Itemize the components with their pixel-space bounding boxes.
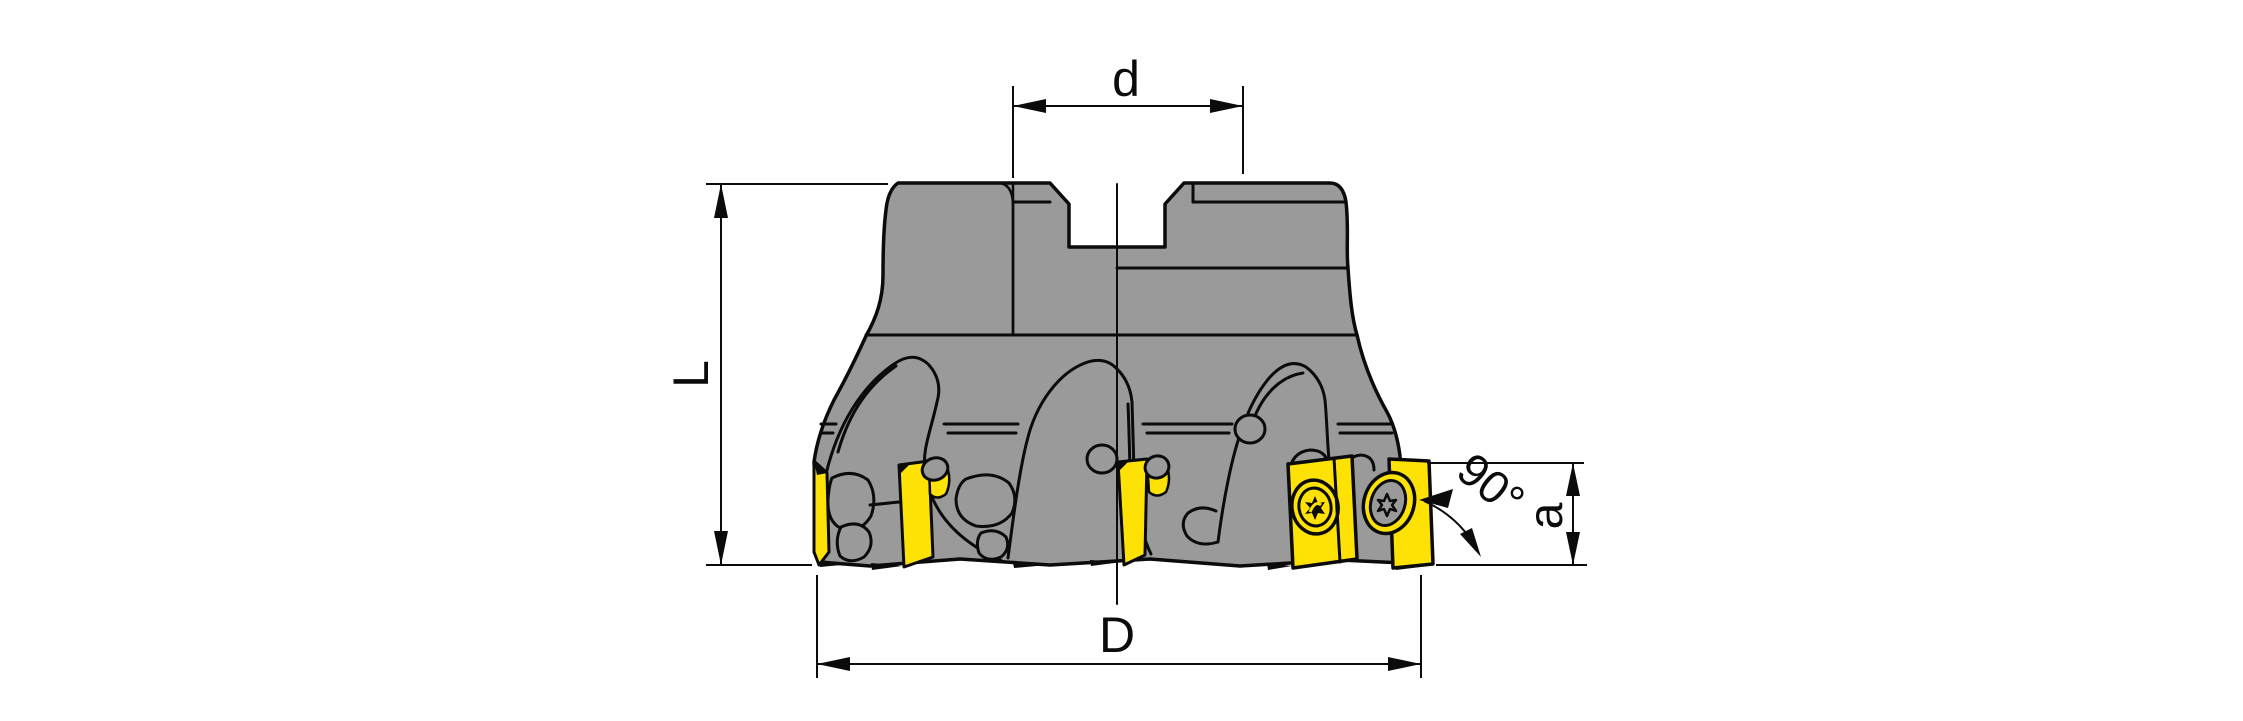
inserts (812, 454, 1435, 570)
arrow-right-icon (1388, 657, 1421, 671)
label-insert-height: a (1520, 502, 1573, 529)
section-hatch (864, 181, 1015, 337)
screw-boss (920, 456, 950, 482)
arrow-down-icon (1460, 528, 1481, 557)
insert-side-center (1116, 454, 1171, 567)
label-cutting-diameter: D (1099, 607, 1135, 663)
arrow-down-icon (714, 531, 728, 565)
insert-front-right (1361, 457, 1435, 570)
insert-side-left (812, 459, 831, 567)
dimension-d: d (1012, 51, 1244, 178)
pocket-hole (1233, 413, 1267, 445)
tooth-profile-right (1181, 362, 1376, 564)
arrow-left-icon (1419, 489, 1453, 508)
hub-edges (864, 181, 1359, 337)
band-edges (819, 422, 1394, 435)
screw-boss (1143, 454, 1171, 480)
pocket-hole (1085, 443, 1119, 475)
arrow-left-icon (1013, 99, 1046, 113)
dimension-a: a (1427, 462, 1587, 566)
insert-side-mid-left (897, 456, 951, 569)
arrow-up-icon (714, 184, 728, 218)
dimension-D: D (816, 575, 1422, 678)
arrow-down-icon (1566, 532, 1580, 565)
arrow-up-icon (1566, 463, 1580, 496)
cutter-body (812, 181, 1428, 570)
label-bore-diameter: d (1112, 51, 1140, 107)
angle-annotation-90: 90° (1419, 442, 1534, 557)
arrow-left-icon (817, 657, 850, 671)
label-body-height: L (663, 360, 719, 388)
dimension-L: L (663, 183, 888, 566)
torx-screw-icon (1361, 470, 1417, 536)
torx-screw-icon (1290, 478, 1340, 536)
arrow-right-icon (1210, 99, 1243, 113)
insert-front-left (1286, 454, 1359, 570)
